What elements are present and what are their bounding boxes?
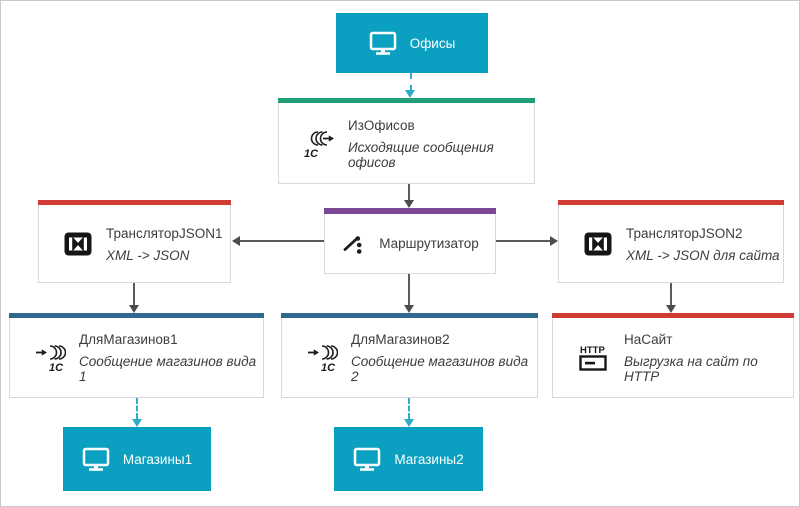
node-subtitle: Выгрузка на сайт по HTTP <box>624 354 758 384</box>
node-title: ДляМагазинов2 <box>351 332 450 347</box>
node-ofisy[interactable]: Офисы <box>336 13 488 73</box>
http-icon: HTTP <box>577 344 611 373</box>
node-magaziny1[interactable]: Магазины1 <box>63 427 211 491</box>
svg-text:1С: 1С <box>321 362 336 373</box>
node-translator-json2[interactable]: ТрансляторJSON2 XML -> JSON для сайта <box>558 200 784 283</box>
svg-text:1С: 1С <box>49 362 64 373</box>
translator-icon <box>63 231 93 257</box>
node-label: Магазины1 <box>122 451 193 467</box>
node-title: ДляМагазинов1 <box>79 332 178 347</box>
node-label: Магазины2 <box>394 451 464 467</box>
connector-dlyamagazinov1-magaziny1 <box>136 398 138 419</box>
arrowhead-dlyamagazinov2-magaziny2 <box>404 419 414 427</box>
accent-bar <box>552 313 794 318</box>
node-nasait[interactable]: HTTP НаСайт Выгрузка на сайт по HTTP <box>552 313 794 398</box>
accent-bar <box>278 98 535 103</box>
connector-dlyamagazinov2-magaziny2 <box>408 398 410 419</box>
node-title: Маршрутизатор <box>379 236 479 251</box>
1c-incoming-message-icon: 1С <box>306 343 338 373</box>
arrowhead-marshrutizator-translator1 <box>232 236 240 246</box>
accent-bar <box>9 313 264 318</box>
node-subtitle: Сообщение магазинов вида 2 <box>351 354 529 384</box>
accent-bar <box>324 208 496 214</box>
node-title: ТрансляторJSON2 <box>626 225 743 241</box>
arrowhead-ofisy-izofisov <box>405 90 415 98</box>
connector-marshrutizator-translator2 <box>496 240 550 242</box>
svg-text:HTTP: HTTP <box>580 345 605 356</box>
monitor-icon <box>353 447 381 472</box>
arrowhead-translator1-dlyamagazinov1 <box>129 305 139 313</box>
translator-icon <box>583 231 613 257</box>
node-subtitle: XML -> JSON <box>106 247 190 263</box>
node-magaziny2[interactable]: Магазины2 <box>334 427 483 491</box>
node-label: Офисы <box>409 35 456 51</box>
arrowhead-marshrutizator-translator2 <box>550 236 558 246</box>
connector-marshrutizator-translator1 <box>240 240 324 242</box>
node-title: НаСайт <box>624 332 673 347</box>
router-icon <box>341 231 366 257</box>
accent-bar <box>38 200 231 205</box>
node-title: ИзОфисов <box>348 117 415 133</box>
node-dlya-magazinov1[interactable]: 1С ДляМагазинов1 Сообщение магазинов вид… <box>9 313 264 398</box>
connector-ofisy-izofisov <box>410 73 412 91</box>
arrowhead-marshrutizator-dlyamagazinov2 <box>404 305 414 313</box>
connector-translator1-dlyamagazinov1 <box>133 283 135 306</box>
node-izofisov[interactable]: 1С ИзОфисов Исходящие сообщения офисов <box>278 98 535 184</box>
node-subtitle: XML -> JSON для сайта <box>626 247 780 263</box>
node-marshrutizator[interactable]: Маршрутизатор <box>324 208 496 274</box>
node-translator-json1[interactable]: ТрансляторJSON1 XML -> JSON <box>38 200 231 283</box>
arrowhead-translator2-nasait <box>666 305 676 313</box>
accent-bar <box>558 200 784 205</box>
1c-incoming-message-icon: 1С <box>34 343 66 373</box>
svg-text:1С: 1С <box>304 148 319 159</box>
connector-translator2-nasait <box>670 283 672 306</box>
arrowhead-izofisov-marshrutizator <box>404 200 414 208</box>
monitor-icon <box>82 447 110 472</box>
connector-marshrutizator-dlyamagazinov2 <box>408 274 410 306</box>
accent-bar <box>281 313 538 318</box>
node-subtitle: Сообщение магазинов вида 1 <box>79 354 257 384</box>
node-title: ТрансляторJSON1 <box>106 225 223 241</box>
node-dlya-magazinov2[interactable]: 1С ДляМагазинов2 Сообщение магазинов вид… <box>281 313 538 398</box>
1c-outgoing-message-icon: 1С <box>303 129 335 159</box>
node-subtitle: Исходящие сообщения офисов <box>348 139 494 170</box>
arrowhead-dlyamagazinov1-magaziny1 <box>132 419 142 427</box>
monitor-icon <box>369 31 397 56</box>
connector-izofisov-marshrutizator <box>408 184 410 201</box>
